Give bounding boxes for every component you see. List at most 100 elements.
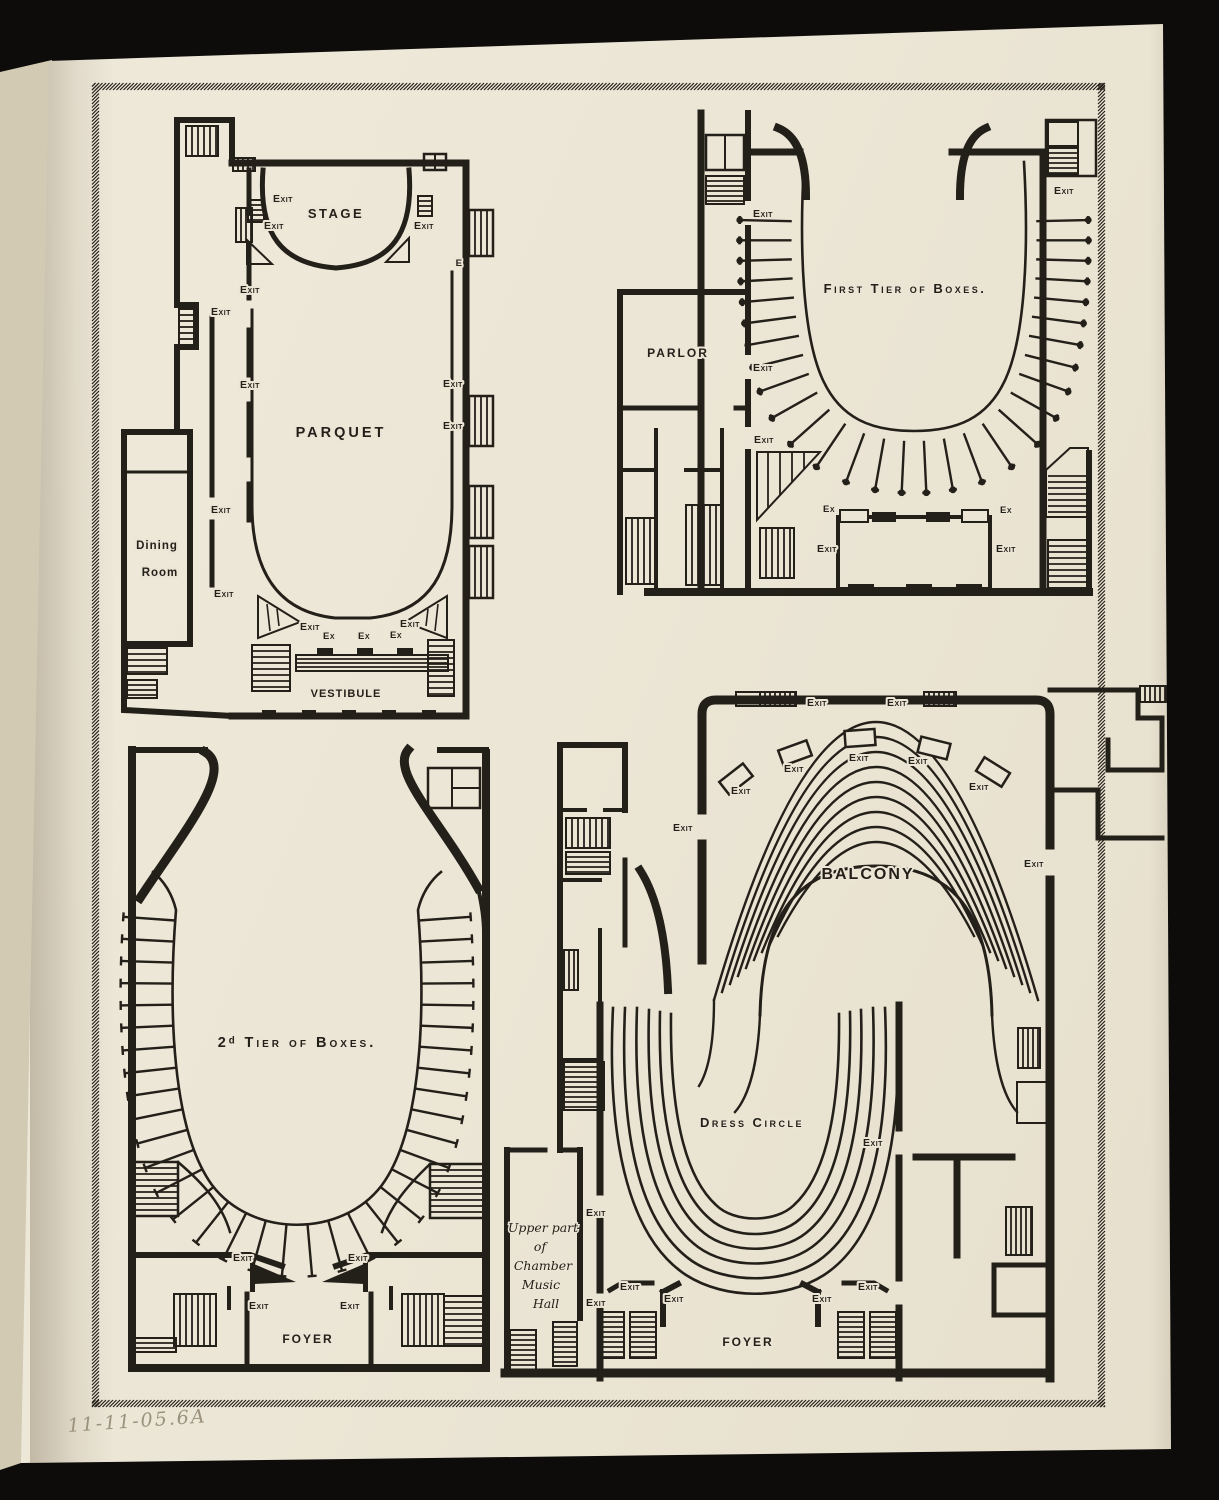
door bbox=[839, 509, 869, 523]
sweep-wall bbox=[399, 743, 485, 895]
exit-label: Exit bbox=[264, 220, 284, 232]
staircase bbox=[552, 1321, 578, 1367]
exit-label: Ex bbox=[390, 630, 402, 641]
wall bbox=[1047, 787, 1165, 841]
wall bbox=[618, 428, 724, 594]
seating-row bbox=[647, 1008, 863, 1250]
corner-stair bbox=[257, 594, 303, 640]
stair-treads bbox=[130, 1342, 176, 1349]
second-tier-rail bbox=[151, 870, 443, 1226]
stair-treads bbox=[928, 692, 955, 706]
staircase bbox=[563, 1061, 605, 1111]
staircase bbox=[235, 207, 253, 243]
foyer-label: FOYER bbox=[282, 1332, 333, 1346]
staircase bbox=[1017, 1027, 1041, 1069]
exit-box bbox=[915, 735, 953, 761]
stair-treads bbox=[130, 1167, 178, 1211]
rail bbox=[380, 1162, 432, 1234]
stair-treads bbox=[240, 208, 252, 242]
exit-label: Exit bbox=[233, 1252, 253, 1264]
exit-label: Exit bbox=[753, 362, 773, 374]
staircase bbox=[1047, 147, 1079, 175]
exit-label: Exit bbox=[249, 1300, 269, 1312]
dining-room-walls bbox=[121, 429, 193, 647]
exit-label: Exit bbox=[211, 504, 231, 516]
seating-row bbox=[990, 1013, 1019, 1114]
exit-label: Exit bbox=[300, 621, 320, 633]
exit-box bbox=[717, 761, 755, 797]
first-tier-title: First Tier of Boxes. bbox=[824, 281, 987, 296]
parquet-label: PARQUET bbox=[296, 425, 387, 441]
staircase bbox=[1139, 685, 1167, 703]
sweep-wall bbox=[772, 122, 811, 201]
exit-label: Exit bbox=[673, 822, 693, 834]
exit-label: Exit bbox=[586, 1207, 606, 1219]
exit-label: Ex bbox=[1000, 505, 1012, 516]
dining-room-label: Room bbox=[142, 567, 179, 579]
staircase bbox=[185, 125, 219, 157]
staircase bbox=[597, 1311, 625, 1359]
exit-label: Ex bbox=[823, 504, 835, 515]
stair-treads bbox=[630, 1316, 656, 1358]
staircase bbox=[173, 1293, 217, 1347]
stair-treads bbox=[1048, 475, 1086, 513]
exit-label: Exit bbox=[240, 379, 260, 391]
room bbox=[735, 691, 761, 707]
stair-tread bbox=[266, 603, 271, 632]
stage-label: STAGE bbox=[308, 206, 364, 221]
stair-treads bbox=[1048, 545, 1088, 583]
chamber-music-hall-note: Upper part of Chamber Music Hall bbox=[506, 1219, 580, 1313]
exit-label: Exit bbox=[731, 785, 751, 797]
wall bbox=[697, 695, 1055, 1383]
door-post bbox=[250, 1262, 255, 1292]
parquet-rail bbox=[250, 270, 454, 620]
stair-treads bbox=[418, 200, 432, 212]
stair-treads bbox=[296, 658, 448, 668]
exit-label: Exit bbox=[849, 752, 869, 764]
dress-circle-label: Dress Circle bbox=[700, 1115, 804, 1130]
stair-tread bbox=[276, 608, 280, 627]
door-jamb bbox=[658, 1279, 823, 1327]
staircase bbox=[428, 1162, 486, 1220]
staircase bbox=[629, 1311, 657, 1359]
wall bbox=[634, 864, 673, 995]
stair-treads bbox=[1010, 1207, 1032, 1255]
wall bbox=[991, 1262, 1053, 1318]
wall bbox=[504, 1147, 583, 1376]
seating-row bbox=[658, 1010, 852, 1236]
door-leaf bbox=[254, 1264, 296, 1284]
staircase bbox=[565, 851, 611, 875]
exit-label: Exit bbox=[753, 208, 773, 220]
stair-treads bbox=[598, 1316, 624, 1358]
room bbox=[1016, 1081, 1048, 1124]
stair-treads bbox=[706, 180, 744, 202]
wall bbox=[389, 1286, 393, 1310]
second-tier-title: 2ᵈ Tier of Boxes. bbox=[218, 1035, 377, 1051]
door-threshold bbox=[317, 648, 333, 656]
seating-row bbox=[669, 1012, 841, 1220]
exit-box bbox=[974, 755, 1012, 789]
stair-tread bbox=[434, 603, 439, 632]
wall bbox=[558, 808, 627, 1062]
exit-label: Exit bbox=[273, 193, 293, 205]
platform bbox=[836, 515, 992, 591]
door-threshold bbox=[342, 710, 356, 718]
stair-treads bbox=[127, 653, 167, 673]
plan-balcony-level: BALCONY Dress Circle FOYER Exit Exit Exi… bbox=[500, 685, 1167, 1383]
stair-treads bbox=[765, 528, 791, 578]
seating-row bbox=[712, 720, 1040, 1002]
stair-treads bbox=[691, 505, 717, 585]
door-threshold bbox=[872, 512, 896, 522]
vestibule-label: VESTIBULE bbox=[311, 688, 382, 700]
staircase bbox=[705, 175, 745, 205]
stair-treads bbox=[870, 1316, 896, 1358]
exit-label: Exit bbox=[664, 1293, 684, 1305]
door-post bbox=[363, 1262, 368, 1292]
staircase bbox=[756, 451, 823, 523]
stair-treads bbox=[428, 645, 454, 695]
dining-room-label: Dining bbox=[136, 540, 178, 552]
wall bbox=[1047, 687, 1165, 773]
seating-row bbox=[610, 1006, 900, 1295]
handwritten-note-line: Hall bbox=[532, 1296, 559, 1311]
stair-treads bbox=[838, 1316, 864, 1358]
